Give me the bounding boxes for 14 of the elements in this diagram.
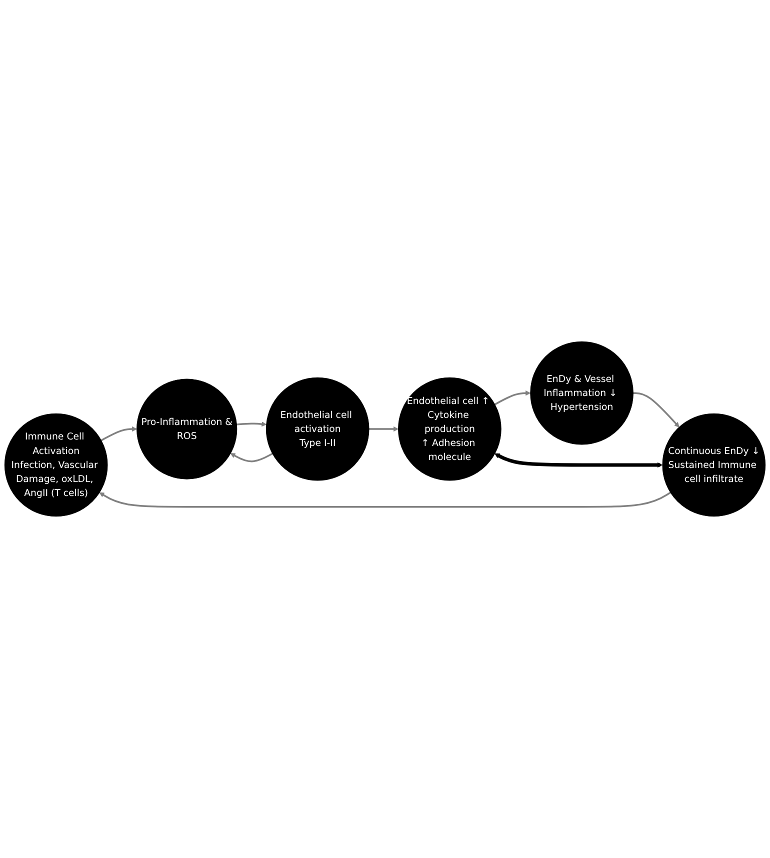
node-circle: Endothelial cell activation Type I-II xyxy=(266,377,370,481)
arrow xyxy=(494,453,663,468)
arrow xyxy=(494,390,531,406)
node-circle: EnDy & Vessel Inflammation ↓ Hypertension xyxy=(530,341,634,445)
node-circle: Endothelial cell ↑ Cytokine production ↑ Adhesion molecule xyxy=(398,377,502,481)
arrow xyxy=(99,492,671,508)
arrow xyxy=(633,392,680,428)
node-circle: Continuous EnDy ↓ Sustained Immune cell infiltrate xyxy=(662,413,766,517)
arrow xyxy=(368,426,399,432)
arrow xyxy=(100,426,138,442)
arrow xyxy=(230,452,273,462)
arrow xyxy=(236,421,267,427)
node-circle: Pro-Inflammation & ROS xyxy=(136,378,238,480)
node-circle: Immune Cell Activation Infection, Vascular Damage, oxLDL, AngII (T cells) xyxy=(4,413,108,517)
